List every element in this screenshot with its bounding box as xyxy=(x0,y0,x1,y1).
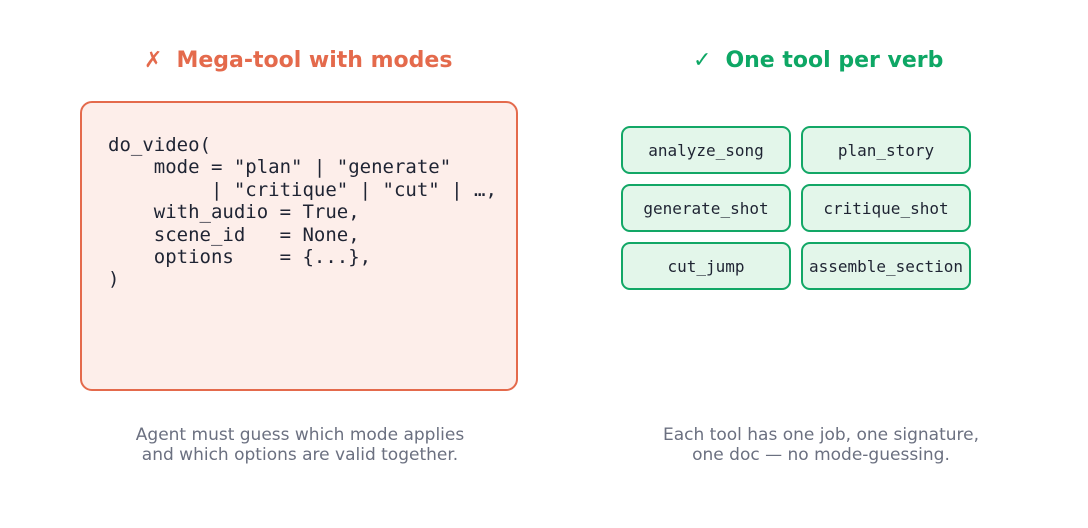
cross-mark-icon: ✗ xyxy=(144,48,163,73)
code-line: do_video( xyxy=(108,134,211,156)
one-tool-heading: ✓ One tool per verb xyxy=(693,46,943,76)
tool-critique-shot: critique_shot xyxy=(801,184,971,232)
tool-assemble-section: assemble_section xyxy=(801,242,971,290)
tool-plan-story: plan_story xyxy=(801,126,971,174)
code-line: options = {...}, xyxy=(108,246,372,269)
mega-tool-caption: Agent must guess which mode applies and … xyxy=(80,425,520,465)
mega-tool-code-box xyxy=(80,101,518,391)
caption-line: Agent must guess which mode applies xyxy=(135,425,465,445)
caption-line: Each tool has one job, one signature, xyxy=(662,425,979,445)
tool-analyze-song: analyze_song xyxy=(621,126,791,174)
mega-tool-heading: ✗ Mega-tool with modes xyxy=(144,46,452,76)
code-line: ) xyxy=(108,268,120,291)
tool-cut-jump: cut_jump xyxy=(621,242,791,290)
code-line: scene_id = None, xyxy=(108,223,360,246)
code-line: mode = "plan" | "generate" xyxy=(108,156,452,179)
one-tool-title: One tool per verb xyxy=(725,48,944,73)
code-line: | "critique" | "cut" | …, xyxy=(108,178,497,201)
mega-tool-title: Mega-tool with modes xyxy=(176,48,453,73)
mega-tool-code: do_video( mode = "plan" | "generate" | "… xyxy=(108,134,497,291)
caption-line: and which options are valid together. xyxy=(141,445,459,465)
check-mark-icon: ✓ xyxy=(693,48,712,73)
one-tool-caption: Each tool has one job, one signature, on… xyxy=(601,425,1041,465)
caption-line: one doc — no mode-guessing. xyxy=(692,445,950,465)
tool-generate-shot: generate_shot xyxy=(621,184,791,232)
code-line: with_audio = True, xyxy=(108,201,360,224)
